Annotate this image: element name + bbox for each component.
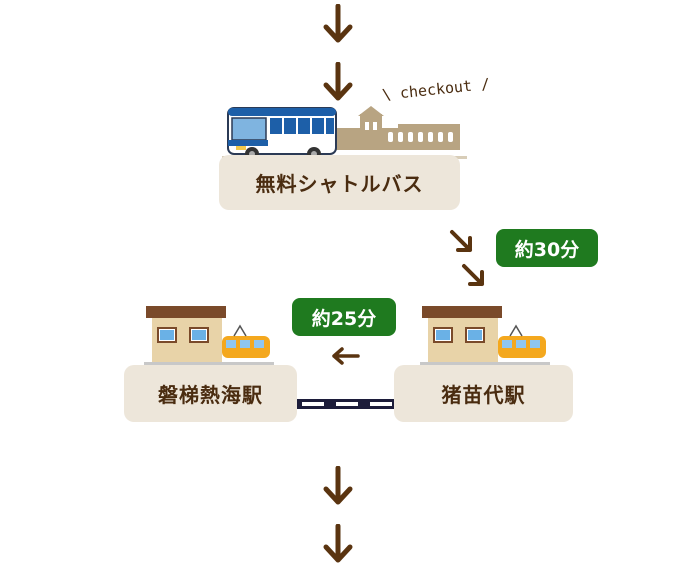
bandai-atami-station-box: 磐梯熱海駅 bbox=[124, 365, 297, 422]
bandai-atami-station-illustration bbox=[144, 306, 274, 372]
inawashiro-station-box: 猪苗代駅 bbox=[394, 365, 573, 422]
rail-line bbox=[296, 394, 396, 413]
train-duration-badge: 約25分 bbox=[292, 298, 396, 336]
bus-duration-badge: 約30分 bbox=[496, 229, 598, 267]
bandai-atami-station-label: 磐梯熱海駅 bbox=[158, 383, 263, 407]
down-arrow-icon bbox=[322, 4, 354, 44]
diagonal-arrow-icon bbox=[460, 262, 488, 290]
shuttle-bus-box: 無料シャトルバス bbox=[219, 155, 460, 210]
down-arrow-icon bbox=[322, 62, 354, 102]
inawashiro-station-illustration bbox=[420, 306, 550, 372]
down-arrow-icon bbox=[322, 524, 354, 564]
down-arrow-icon bbox=[322, 466, 354, 506]
shuttle-bus-label: 無料シャトルバス bbox=[255, 172, 424, 196]
diagonal-arrow-icon bbox=[448, 228, 476, 256]
left-arrow-icon bbox=[330, 346, 362, 366]
inawashiro-station-label: 猪苗代駅 bbox=[441, 383, 526, 407]
